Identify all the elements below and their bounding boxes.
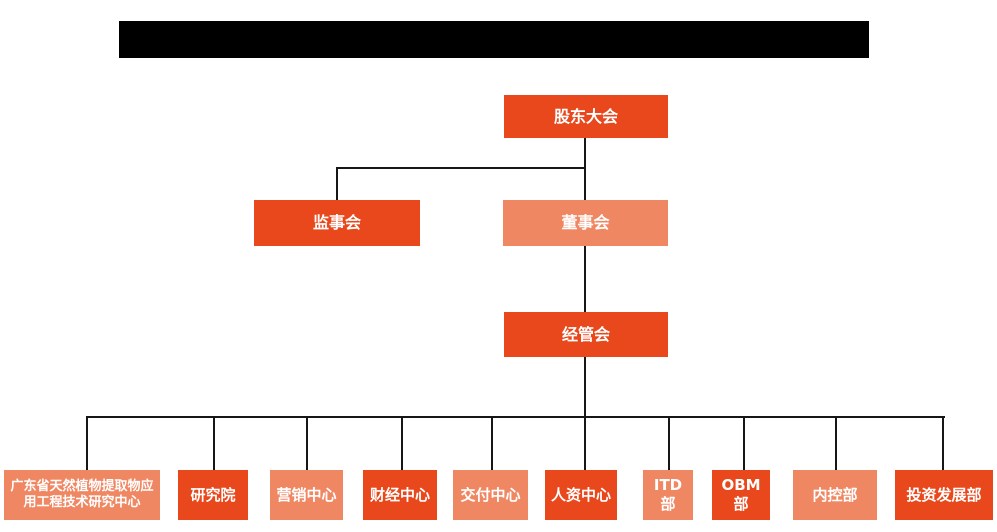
org-node-delivery-center: 交付中心 (453, 470, 528, 520)
org-node-investment-development-department: 投资发展部 (895, 470, 993, 520)
redacted-title-bar (119, 21, 869, 58)
connector-drop-obm (743, 416, 745, 470)
org-node-finance-center: 财经中心 (363, 470, 437, 520)
connector-drop-finance (401, 416, 403, 470)
connector-drop-institute (213, 416, 215, 470)
connector-shareholders-board (584, 138, 586, 200)
connector-board-management (584, 246, 586, 312)
connector-drop-hr (584, 416, 586, 470)
connector-drop-investment (942, 416, 944, 470)
org-node-itd-department: ITD部 (643, 470, 693, 520)
connector-department-bus (86, 416, 945, 418)
org-node-hr-center: 人资中心 (545, 470, 617, 520)
org-node-research-center: 广东省天然植物提取物应用工程技术研究中心 (4, 470, 160, 520)
org-node-internal-control-department: 内控部 (793, 470, 877, 520)
org-node-obm-department: OBM部 (712, 470, 770, 520)
connector-branch-supervisory (336, 167, 586, 169)
org-node-supervisory-board: 监事会 (254, 200, 420, 246)
org-node-board-of-directors: 董事会 (503, 200, 668, 246)
connector-drop-supervisory (336, 167, 338, 200)
connector-management-bus (584, 357, 586, 417)
org-node-research-institute: 研究院 (178, 470, 248, 520)
connector-drop-marketing (306, 416, 308, 470)
connector-drop-delivery (491, 416, 493, 470)
connector-drop-itd (668, 416, 670, 470)
connector-drop-research-center (86, 416, 88, 470)
org-node-shareholders-meeting: 股东大会 (504, 95, 668, 138)
connector-drop-internal-control (835, 416, 837, 470)
org-node-management-committee: 经管会 (504, 312, 668, 357)
org-node-marketing-center: 营销中心 (270, 470, 343, 520)
